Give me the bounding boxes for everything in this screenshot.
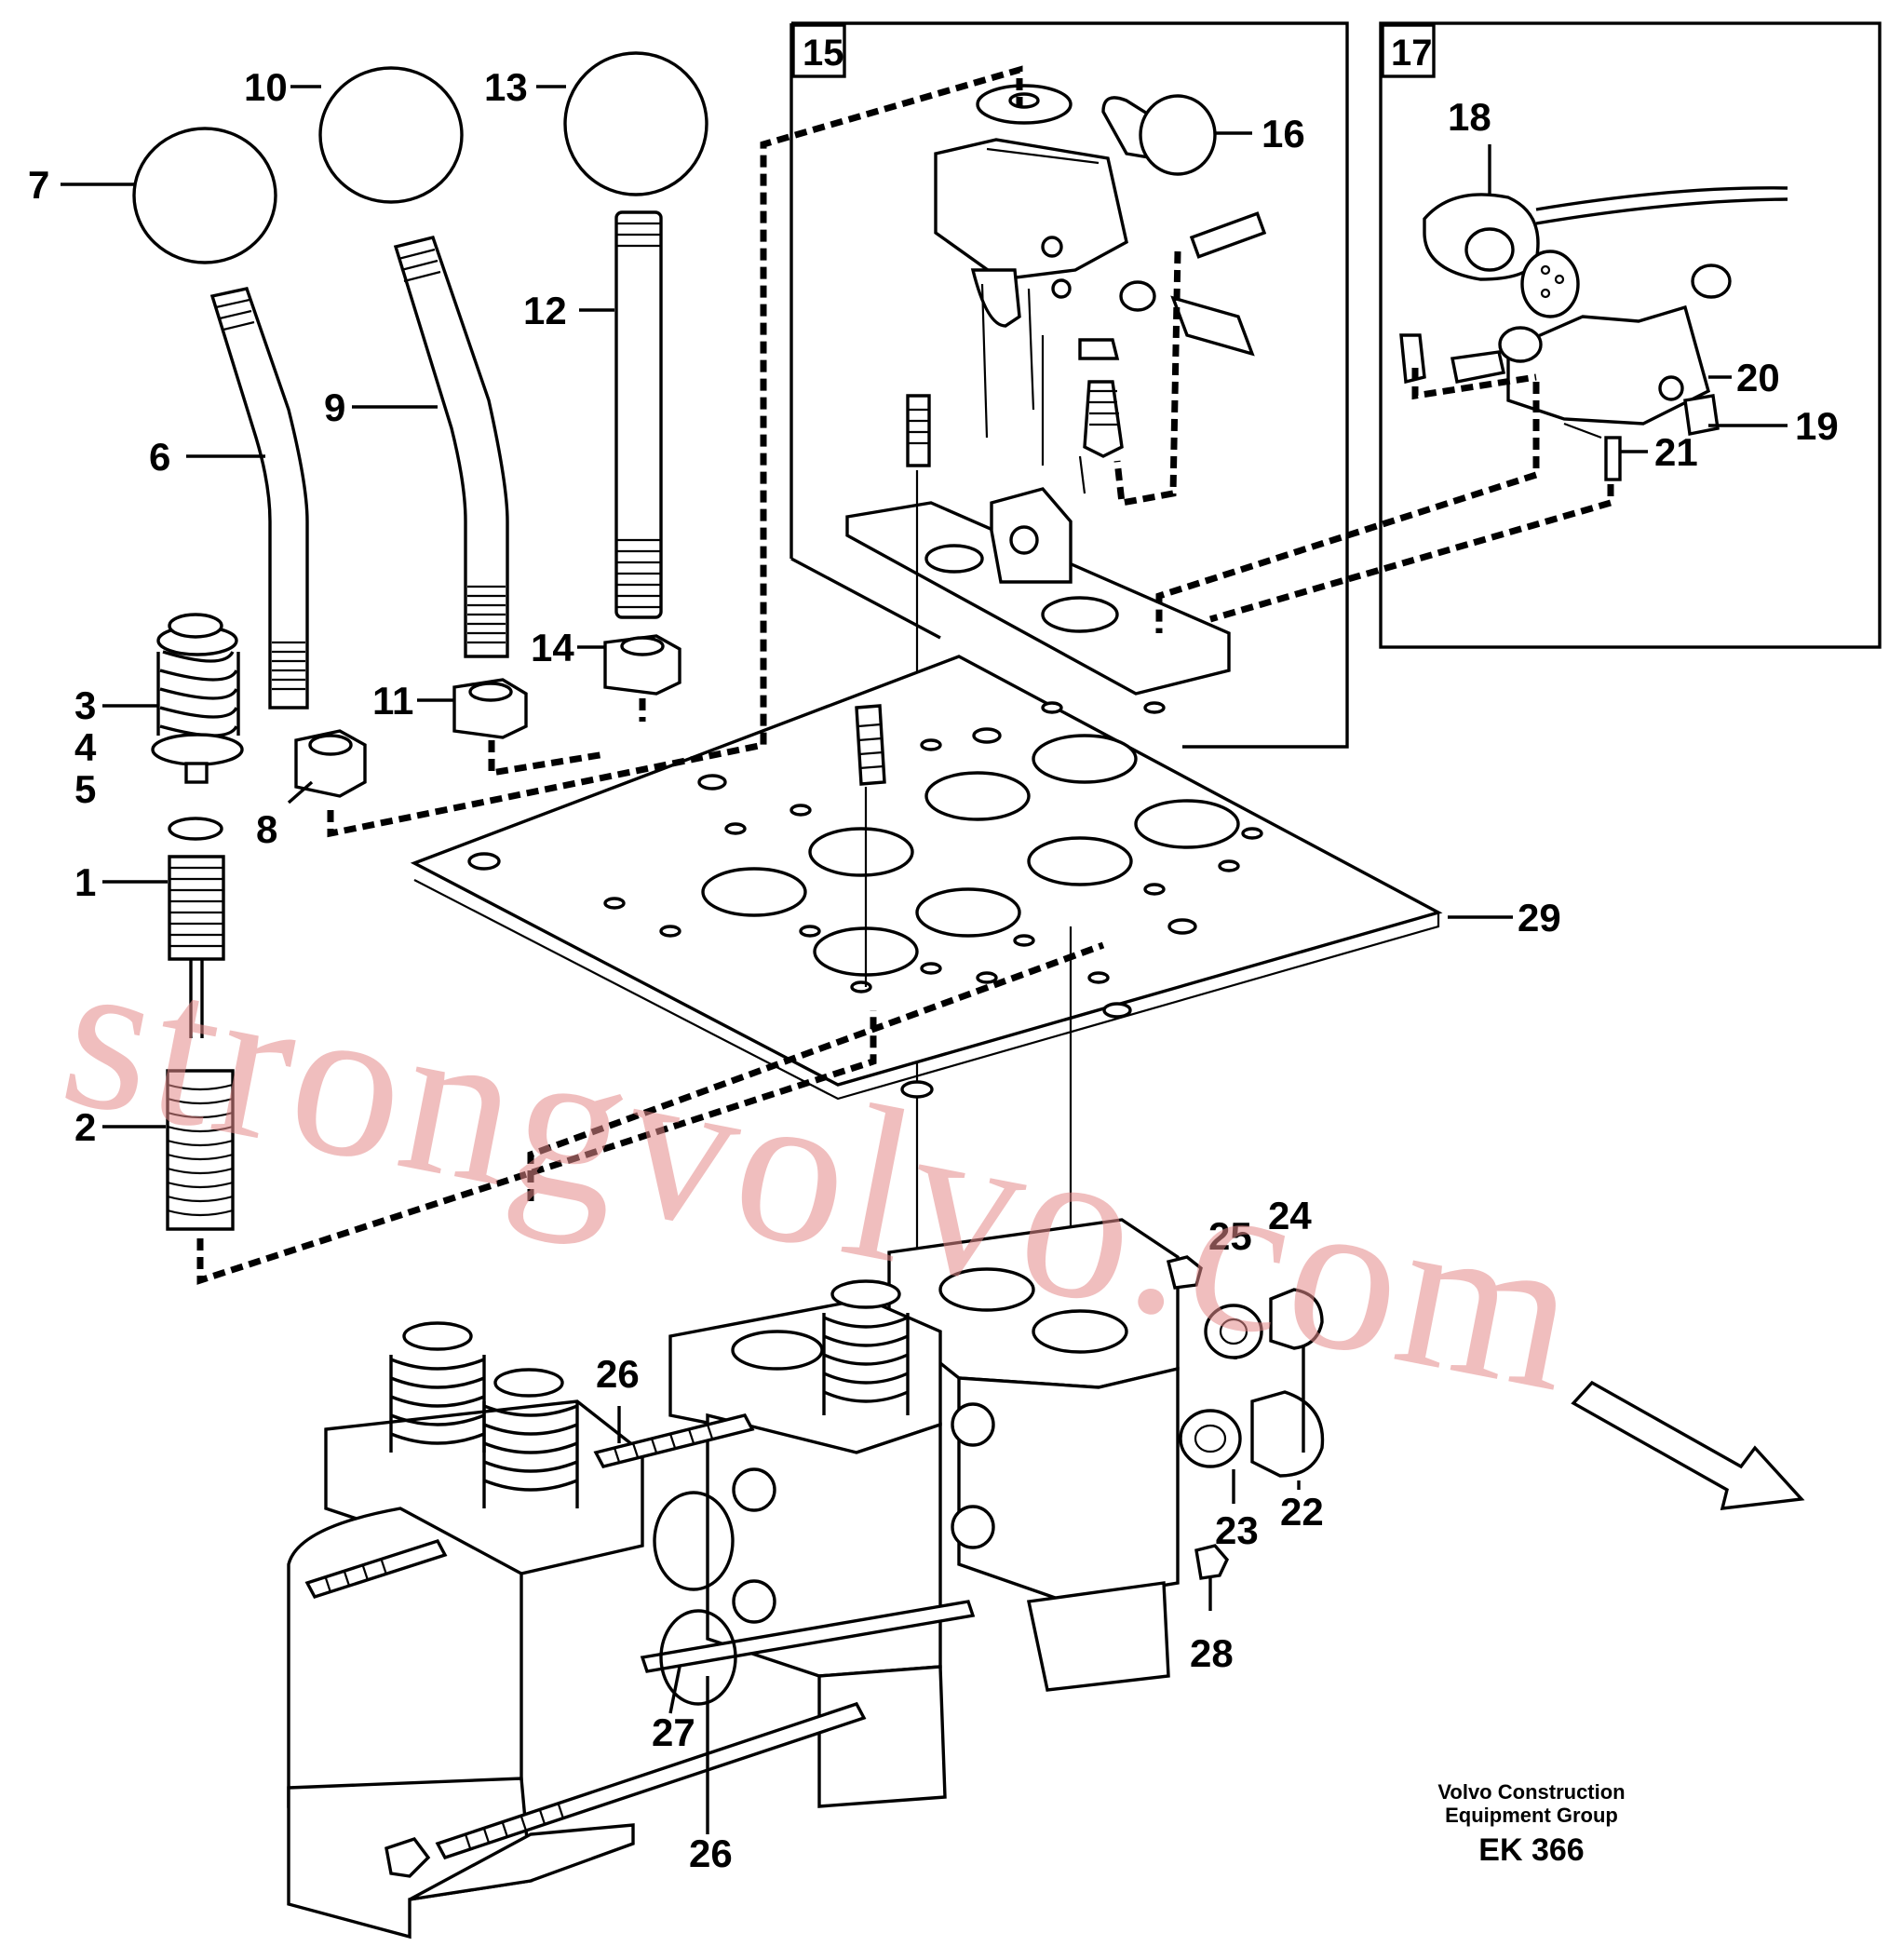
lever-6	[209, 287, 309, 710]
pilot-valve-bracket	[845, 84, 1267, 1248]
callout-24: 24	[1268, 1194, 1312, 1237]
footer-code: EK 366	[1478, 1832, 1584, 1868]
callout-1: 1	[74, 860, 96, 904]
callout-6: 6	[149, 435, 170, 479]
frame-15: 15	[789, 21, 1349, 749]
knob-13	[563, 51, 708, 196]
callout-20: 20	[1736, 356, 1780, 399]
spring-plunger-1	[168, 817, 225, 1038]
lever-9	[393, 235, 509, 658]
callout-18: 18	[1448, 95, 1491, 139]
callout-23: 23	[1215, 1508, 1259, 1552]
callout-19: 19	[1795, 404, 1839, 448]
nut-11	[452, 678, 528, 739]
callout-28: 28	[1190, 1631, 1234, 1675]
callout-22: 22	[1280, 1490, 1324, 1534]
callout-7: 7	[28, 163, 49, 207]
gasket-plate-29	[410, 655, 1443, 1341]
spring-2	[166, 1069, 235, 1231]
callout-26-top: 26	[596, 1352, 640, 1396]
callout-2: 2	[74, 1105, 96, 1149]
callout-27: 27	[652, 1710, 695, 1754]
valve-block-assembly	[287, 1218, 1325, 1940]
callout-3: 3	[74, 683, 96, 727]
frame-17-label: 17	[1391, 33, 1433, 74]
callout-11: 11	[372, 679, 413, 723]
callout-labels: 7 10 13 6 9 12 3 4 5 1 2 8 11 14 16 18 2…	[28, 65, 1839, 1875]
callout-4: 4	[74, 725, 97, 769]
footer-credits: Volvo Construction Equipment Group EK 36…	[1437, 1780, 1625, 1868]
spring-cap-assembly-3-4-5	[151, 613, 244, 784]
callout-29: 29	[1518, 896, 1561, 939]
callout-13: 13	[484, 65, 528, 109]
footer-line-1: Volvo Construction	[1437, 1780, 1625, 1804]
nut-14	[603, 634, 681, 696]
direction-arrow-icon	[1571, 1380, 1805, 1510]
callout-8: 8	[256, 807, 277, 851]
frame-15-label: 15	[803, 33, 844, 74]
callout-10: 10	[244, 65, 288, 109]
callout-9: 9	[324, 385, 345, 429]
callout-26-bottom: 26	[689, 1832, 733, 1875]
callout-16: 16	[1262, 112, 1305, 155]
callout-25: 25	[1208, 1214, 1252, 1258]
assembly-dash-lines	[196, 65, 1614, 1285]
callout-12: 12	[523, 289, 567, 332]
callout-5: 5	[74, 767, 96, 811]
sensor-bracket-assembly	[1399, 186, 1788, 481]
callout-21: 21	[1654, 430, 1698, 474]
knob-7	[132, 127, 277, 264]
frame-17: 17	[1379, 21, 1882, 649]
knob-10	[318, 66, 464, 204]
callout-leaders	[61, 85, 1788, 1834]
nut-8	[294, 729, 367, 798]
callout-14: 14	[531, 626, 574, 669]
footer-line-2: Equipment Group	[1445, 1804, 1618, 1827]
lever-12	[614, 210, 663, 619]
